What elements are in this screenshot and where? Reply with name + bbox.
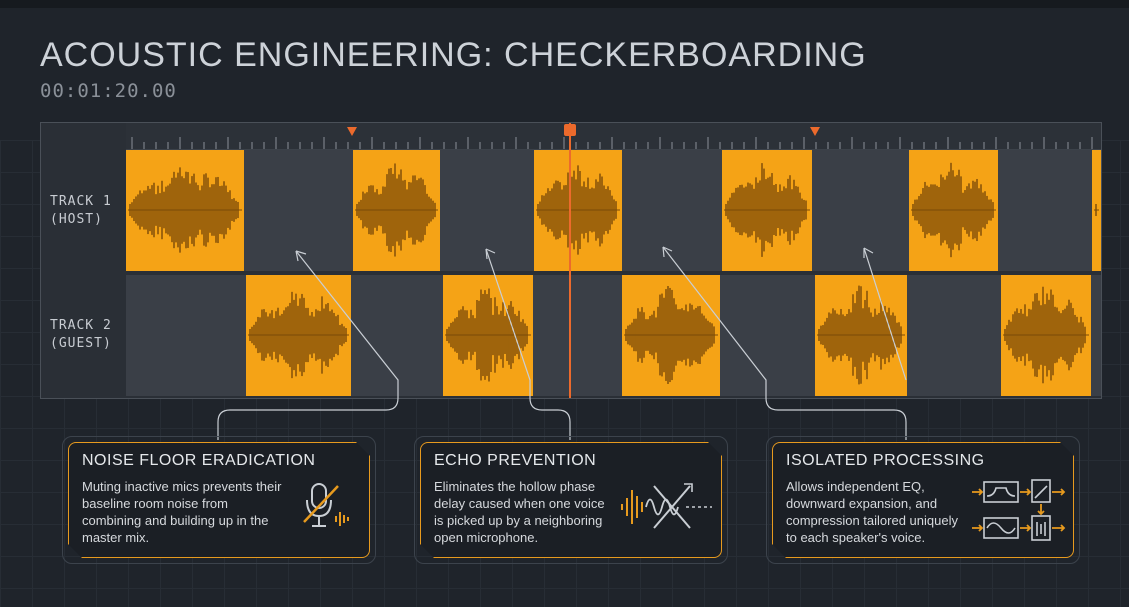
guest-clip-5[interactable] <box>1001 275 1091 396</box>
card-noise-floor: NOISE FLOOR ERADICATION Muting inactive … <box>62 436 376 564</box>
card-noise-title: NOISE FLOOR ERADICATION <box>82 452 316 469</box>
connector-echo <box>485 248 571 440</box>
timeline-marker-1[interactable] <box>347 127 357 136</box>
track-1-lane[interactable] <box>126 150 1101 271</box>
track-2-name: TRACK 2 <box>50 318 112 333</box>
card-noise-body: Muting inactive mics prevents their base… <box>82 479 282 545</box>
track-1-role: (HOST) <box>50 212 103 227</box>
processing-chain-icon <box>970 478 1066 549</box>
top-bar <box>0 0 1129 8</box>
card-echo-title: ECHO PREVENTION <box>434 452 597 469</box>
connector-processing-1 <box>662 246 907 440</box>
timeline-ruler[interactable] <box>126 123 1101 150</box>
track-1-label: TRACK 1 (HOST) <box>41 193 126 229</box>
page-title: ACOUSTIC ENGINEERING: CHECKERBOARDING <box>40 36 867 74</box>
timeline-marker-2[interactable] <box>810 127 820 136</box>
ruler-ticks <box>131 137 1093 149</box>
guest-clip-3[interactable] <box>622 275 720 396</box>
host-clip-5[interactable] <box>909 150 998 271</box>
guest-clip-2[interactable] <box>443 275 533 396</box>
playhead-handle[interactable] <box>564 124 576 136</box>
card-echo-prevention: ECHO PREVENTION Eliminates the hollow ph… <box>414 436 728 564</box>
connector-noise <box>217 250 399 440</box>
card-processing-title: ISOLATED PROCESSING <box>786 452 985 469</box>
track-2-role: (GUEST) <box>50 336 112 351</box>
timecode-readout: 00:01:20.00 <box>40 80 177 102</box>
daw-timeline: TRACK 1 (HOST) TRACK 2 (GUEST) <box>40 122 1102 399</box>
host-clip-1[interactable] <box>126 150 244 271</box>
connector-processing-2 <box>863 247 907 381</box>
track-2-label: TRACK 2 (GUEST) <box>41 317 126 353</box>
guest-clip-1[interactable] <box>246 275 351 396</box>
muted-microphone-icon <box>302 482 358 537</box>
card-isolated-processing: ISOLATED PROCESSING Allows independent E… <box>766 436 1080 564</box>
host-clip-6[interactable] <box>1092 150 1101 271</box>
card-processing-body: Allows independent EQ, downward expansio… <box>786 479 958 545</box>
playhead-line[interactable] <box>569 123 571 398</box>
crossed-soundwave-icon <box>618 480 714 539</box>
lane-divider <box>126 271 1101 273</box>
track-2-lane[interactable] <box>126 275 1101 396</box>
card-echo-body: Eliminates the hollow phase delay caused… <box>434 479 605 545</box>
track-1-name: TRACK 1 <box>50 194 112 209</box>
host-clip-4[interactable] <box>722 150 812 271</box>
host-clip-2[interactable] <box>353 150 440 271</box>
host-clip-3[interactable] <box>534 150 622 271</box>
